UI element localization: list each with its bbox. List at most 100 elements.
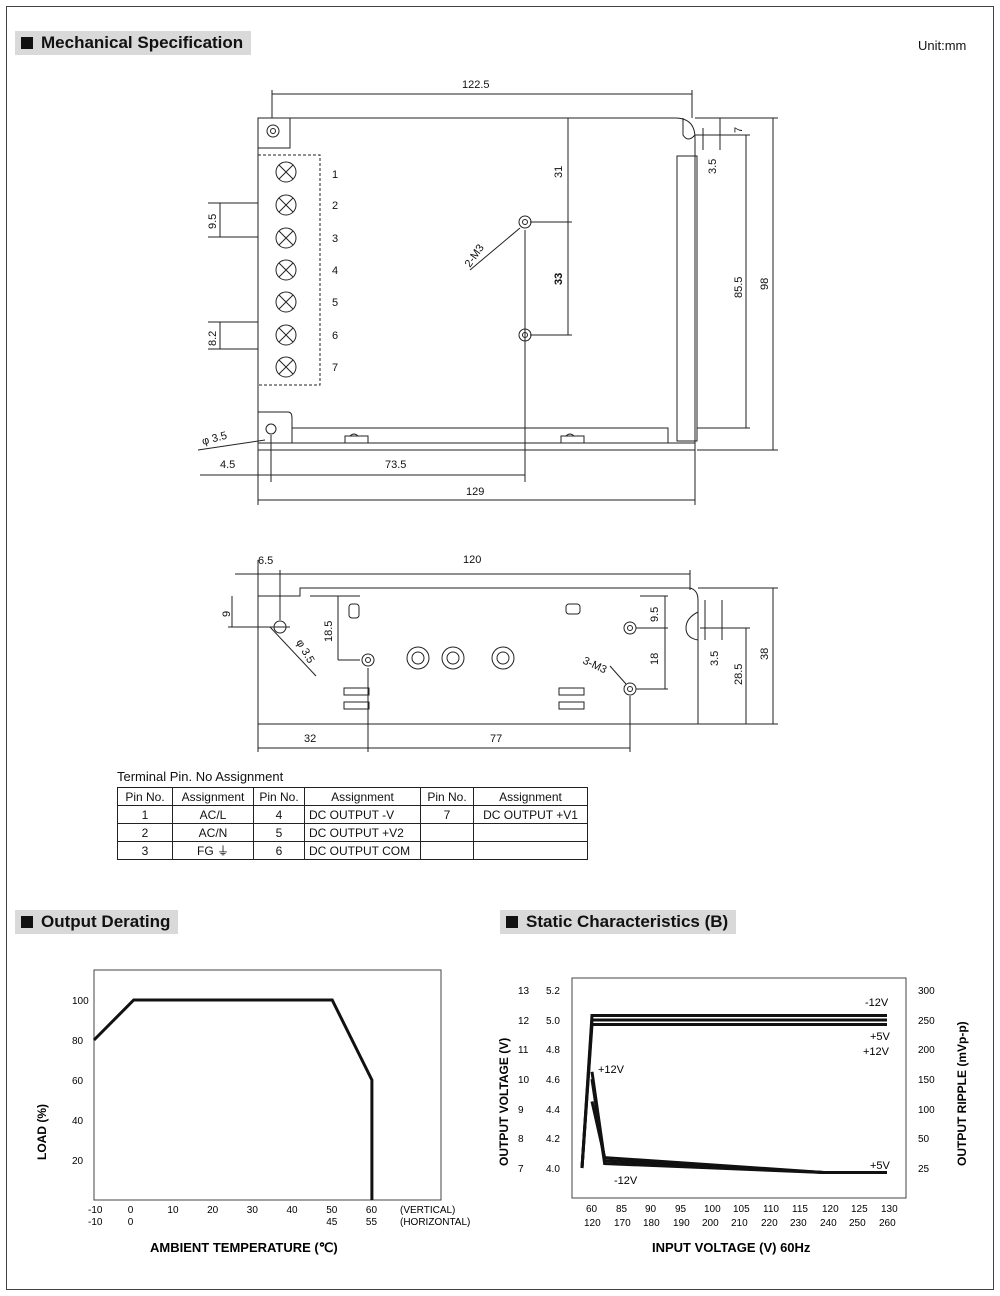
series-line <box>590 1078 887 1174</box>
dim-label: 33 <box>553 273 565 285</box>
table-cell: DC OUTPUT -V <box>304 805 421 824</box>
x-tick-label: 200 <box>702 1218 719 1229</box>
dim-label: 2-M3 <box>463 242 487 269</box>
y-tick-label: 7 <box>518 1164 524 1175</box>
dim-label: 77 <box>490 733 502 745</box>
dim-label: 85.5 <box>733 277 745 298</box>
y-tick-label: 4.8 <box>546 1045 560 1056</box>
y-tick-label: 25 <box>918 1164 930 1175</box>
table-cell: DC OUTPUT COM <box>304 841 421 860</box>
x-tick-label: 120 <box>584 1218 601 1229</box>
y-tick-label: 13 <box>518 986 530 997</box>
dim-label: 98 <box>759 278 771 290</box>
dim-label: 6.5 <box>258 555 273 567</box>
y-axis-label-left: OUTPUT VOLTAGE (V) <box>497 1038 511 1166</box>
y-tick-label: 100 <box>918 1105 935 1116</box>
x-tick-label: -10 <box>88 1217 103 1228</box>
y-tick-label: 8 <box>518 1134 524 1145</box>
section-marker-icon <box>21 37 33 49</box>
table-cell: FG ⏚ <box>172 841 254 860</box>
y-axis-label: LOAD (%) <box>35 1104 49 1160</box>
dim-label: 129 <box>466 486 484 498</box>
table-cell: 7 <box>420 805 474 824</box>
plot-area <box>571 977 907 1199</box>
table-cell <box>473 841 588 860</box>
section-title-static: Static Characteristics (B) <box>500 910 737 934</box>
x-tick-label: 95 <box>675 1204 687 1215</box>
x-tick-label: 260 <box>879 1218 896 1229</box>
x-tick-label: 130 <box>881 1204 898 1215</box>
x-tick-label: 50 <box>326 1205 338 1216</box>
series-annotation: +12V <box>863 1046 890 1058</box>
dim-label: 28.5 <box>733 664 745 685</box>
x-tick-label: 0 <box>128 1217 134 1228</box>
unit-label: Unit:mm <box>918 38 967 53</box>
table-cell <box>420 841 474 860</box>
dim-label: 122.5 <box>462 79 490 91</box>
dim-label: 31 <box>553 166 565 178</box>
x-tick-label: 180 <box>643 1218 660 1229</box>
y-tick-label: 11 <box>518 1045 529 1056</box>
table-cell: AC/L <box>172 805 254 824</box>
plot-area <box>93 969 442 1201</box>
series-line <box>92 998 374 1200</box>
x-tick-label: 120 <box>822 1204 839 1215</box>
table-cell: DC OUTPUT +V2 <box>304 823 421 842</box>
dim-label: 9.5 <box>207 214 219 229</box>
table-cell: 4 <box>253 805 305 824</box>
x-tick-label: 0 <box>128 1205 134 1216</box>
dim-label: 18.5 <box>323 621 335 642</box>
y-tick-label: 10 <box>518 1075 530 1086</box>
series-annotation: -12V <box>865 997 889 1009</box>
terminal-number: 6 <box>332 330 338 342</box>
y-tick-label: 100 <box>72 996 89 1007</box>
x-tick-label: 45 <box>326 1217 338 1228</box>
section-marker-icon <box>21 916 33 928</box>
series-line <box>580 1022 887 1169</box>
terminal-table-caption: Terminal Pin. No Assignment <box>117 769 284 784</box>
y-tick-label: 5.0 <box>546 1016 560 1027</box>
table-row: 3 FG ⏚ 6 DC OUTPUT COM <box>117 841 588 860</box>
top-view-drawing: 1 2 3 4 5 6 7 122.5 31 33 7 3.5 85.5 98 … <box>197 79 778 505</box>
terminal-table: Pin No. Assignment Pin No. Assignment Pi… <box>117 787 588 860</box>
table-cell <box>473 823 588 842</box>
x-axis-label: AMBIENT TEMPERATURE (℃) <box>150 1240 338 1255</box>
x-axis-label: INPUT VOLTAGE (V) 60Hz <box>652 1240 811 1255</box>
dim-label: 38 <box>759 648 771 660</box>
x-tick-label: 90 <box>645 1204 657 1215</box>
y-tick-label: 9 <box>518 1105 524 1116</box>
table-header: Assignment <box>473 787 588 806</box>
table-header: Pin No. <box>253 787 305 806</box>
dim-label: 73.5 <box>385 459 406 471</box>
dim-label: 18 <box>649 653 661 665</box>
series-annotation: +12V <box>598 1064 625 1076</box>
y-tick-label: 4.0 <box>546 1164 560 1175</box>
terminal-number: 7 <box>332 362 338 374</box>
dim-label: φ 3.5 <box>201 430 229 448</box>
table-cell: 5 <box>253 823 305 842</box>
table-header: Assignment <box>304 787 421 806</box>
x-tick-label: 85 <box>616 1204 628 1215</box>
y-tick-label: 150 <box>918 1075 935 1086</box>
page-frame <box>6 6 994 1290</box>
dim-label: 3.5 <box>709 651 721 666</box>
table-cell: DC OUTPUT +V1 <box>473 805 588 824</box>
y-tick-label: 300 <box>918 986 935 997</box>
x-tick-label: 60 <box>586 1204 598 1215</box>
section-title-derating: Output Derating <box>15 910 179 934</box>
section-title-text: Static Characteristics (B) <box>526 912 729 931</box>
dim-label: 3-M3 <box>581 655 609 676</box>
y-tick-label: 80 <box>72 1036 84 1047</box>
x-tick-label: 170 <box>614 1218 631 1229</box>
table-cell: AC/N <box>172 823 254 842</box>
table-header: Pin No. <box>420 787 474 806</box>
series-annotation: +5V <box>870 1160 891 1172</box>
x-tick-note: (VERTICAL) <box>400 1205 455 1216</box>
y-axis-label-right: OUTPUT RIPPLE (mVp-p) <box>955 1021 969 1166</box>
x-tick-label: -10 <box>88 1205 103 1216</box>
table-row: 1 AC/L 4 DC OUTPUT -V 7 DC OUTPUT +V1 <box>117 805 588 824</box>
x-tick-label: 190 <box>673 1218 690 1229</box>
dim-label: 8.2 <box>207 331 219 346</box>
section-title-text: Output Derating <box>41 912 171 931</box>
